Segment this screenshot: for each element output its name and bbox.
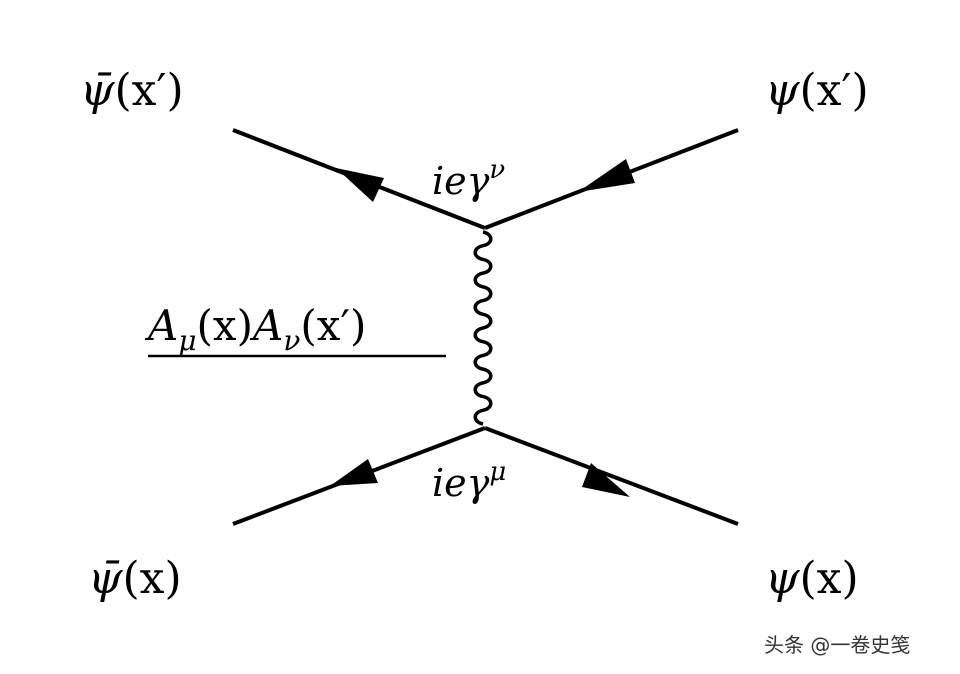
propagator-label-a2: A xyxy=(249,301,283,350)
label-psibar-x-arg: (x) xyxy=(123,553,182,604)
label-psi-xprime-symbol: ψ xyxy=(765,65,800,116)
vertex-label-bottom: ieγμ xyxy=(432,457,506,505)
label-psi-xprime-arg: (x′) xyxy=(800,65,869,116)
label-psi-x-symbol: ψ xyxy=(765,553,800,604)
label-psi-x: ψ(x) xyxy=(765,553,859,604)
propagator-label-x2: (x′) xyxy=(300,301,366,350)
vertex-label-bottom-base: ieγ xyxy=(432,461,490,505)
label-psibar-xprime-arg: (x′) xyxy=(115,65,184,116)
vertex-label-top: ieγν xyxy=(432,155,505,203)
vertex-label-top-base: ieγ xyxy=(432,159,490,203)
arrow-bottom-right xyxy=(582,463,630,497)
propagator-label-a1: A xyxy=(144,301,178,350)
propagator-label-s1: μ xyxy=(178,324,196,357)
label-psibar-x: ψ̄(x) xyxy=(88,553,182,604)
label-psibar-xprime-symbol: ψ̄ xyxy=(80,65,115,116)
arrow-top-left xyxy=(336,168,384,202)
label-psibar-x-symbol: ψ̄ xyxy=(88,553,123,604)
propagator-label: Aμ(x)Aν(x′) xyxy=(144,301,366,357)
vertex-label-top-sup: ν xyxy=(489,155,505,185)
watermark-text: 头条 @一卷史笺 xyxy=(764,633,910,657)
arrow-top-right xyxy=(578,159,635,192)
vertex-label-bottom-sup: μ xyxy=(489,457,506,487)
arrow-bottom-left xyxy=(330,459,378,486)
propagator-label-s2: ν xyxy=(283,324,300,357)
label-psi-xprime: ψ(x′) xyxy=(765,65,869,116)
fermion-line-bottom-right xyxy=(484,426,739,526)
photon-propagator xyxy=(473,230,493,426)
label-psibar-xprime: ψ̄(x′) xyxy=(80,65,184,116)
label-psi-x-arg: (x) xyxy=(800,553,859,604)
propagator-label-x1: (x) xyxy=(197,301,253,350)
